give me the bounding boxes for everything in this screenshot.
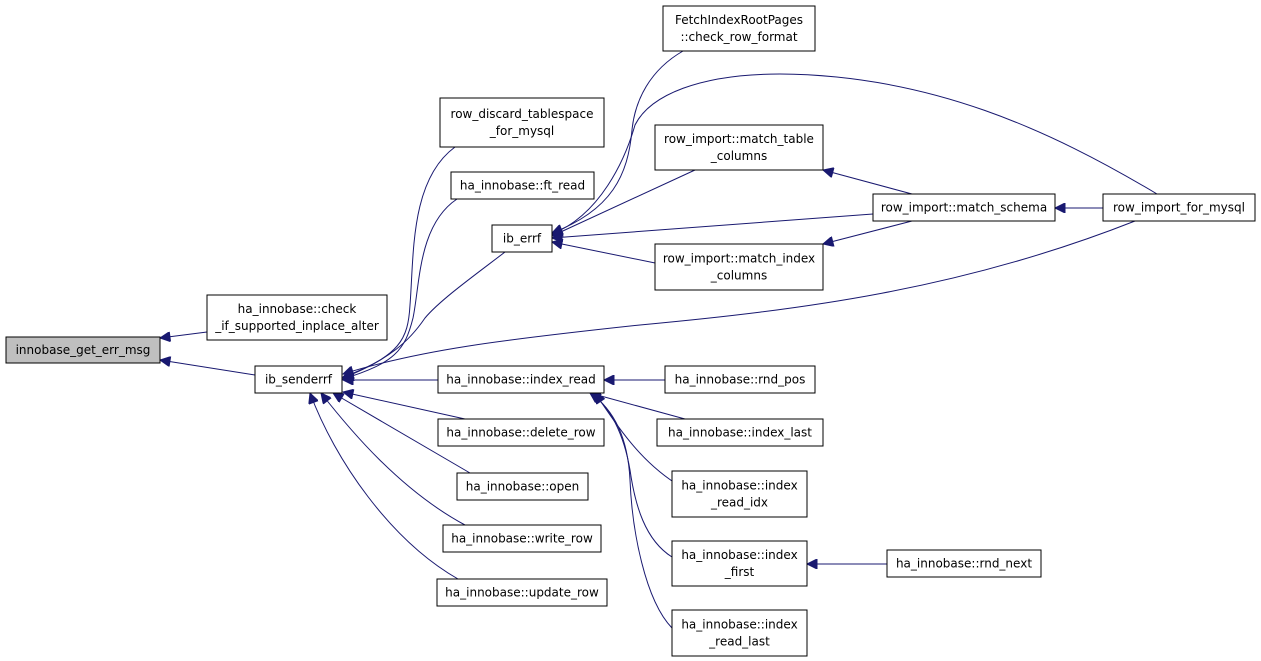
node-delete-row[interactable]: ha_innobase::delete_row — [437, 418, 605, 447]
node-box — [437, 418, 605, 447]
node-box — [872, 193, 1056, 222]
edge-write_row-to-ib_senderrf — [321, 393, 466, 526]
node-ib-senderrf[interactable]: ib_senderrf — [254, 365, 343, 394]
node-box — [437, 365, 605, 394]
node-label: row_import::match_table — [664, 132, 814, 146]
node-label: _read_last — [708, 635, 770, 649]
node-ib-errf[interactable]: ib_errf — [491, 224, 553, 253]
node-box — [456, 472, 589, 501]
node-match-index[interactable]: row_import::match_index_columns — [654, 243, 824, 291]
node-label: ha_innobase::index — [681, 479, 797, 493]
edge-match_schema-to-match_table — [823, 170, 913, 195]
node-index-read[interactable]: ha_innobase::index_read — [437, 365, 605, 394]
node-box — [662, 5, 816, 52]
node-label: ha_innobase::ft_read — [460, 179, 585, 193]
node-box — [436, 578, 608, 607]
node-index-first[interactable]: ha_innobase::index_first — [671, 540, 808, 587]
edge-ib_senderrf-to-innobase_get_err_msg — [160, 360, 256, 376]
node-fetch-index[interactable]: FetchIndexRootPages::check_row_format — [662, 5, 816, 52]
node-ft-read[interactable]: ha_innobase::ft_read — [450, 171, 595, 200]
node-innobase-get-err-msg[interactable]: innobase_get_err_msg — [5, 336, 161, 364]
node-index-read-idx[interactable]: ha_innobase::index_read_idx — [671, 470, 808, 518]
edge-index_first-to-index_read — [590, 393, 673, 558]
edge-row_import_for_mysql-to-ib_errf — [552, 73, 1158, 234]
node-box — [491, 224, 553, 253]
edge-match_index-to-ib_errf — [552, 242, 661, 265]
node-label: ::check_row_format — [680, 30, 797, 44]
node-box — [442, 524, 602, 553]
node-rnd-next[interactable]: ha_innobase::rnd_next — [886, 549, 1042, 578]
node-box — [654, 243, 824, 291]
node-match-schema[interactable]: row_import::match_schema — [872, 193, 1056, 222]
node-label: _read_idx — [710, 496, 768, 510]
node-label: ib_errf — [503, 232, 542, 246]
node-label: ha_innobase::delete_row — [446, 426, 595, 440]
node-label: ha_innobase::write_row — [451, 532, 593, 546]
node-box — [450, 171, 595, 200]
edge-match_table-to-ib_errf — [552, 169, 696, 236]
node-label: row_import_for_mysql — [1113, 201, 1245, 215]
node-rnd-pos[interactable]: ha_innobase::rnd_pos — [664, 365, 816, 394]
node-label: row_import::match_index — [663, 252, 815, 266]
edge-match_schema-to-match_index — [823, 220, 913, 244]
node-label: _first — [724, 565, 755, 579]
node-box — [1102, 193, 1256, 222]
node-label: ha_innobase::index — [681, 548, 797, 562]
node-label: row_discard_tablespace — [451, 107, 594, 121]
node-box — [439, 97, 605, 148]
node-box — [671, 609, 808, 657]
node-box — [206, 294, 388, 341]
node-box — [671, 540, 808, 587]
node-box — [5, 336, 161, 364]
node-label: ha_innobase::update_row — [445, 586, 599, 600]
edge-delete_row-to-ib_senderrf — [343, 392, 466, 420]
node-label: ib_senderrf — [265, 373, 333, 387]
node-index-read-last[interactable]: ha_innobase::index_read_last — [671, 609, 808, 657]
node-label: ha_innobase::index — [681, 618, 797, 632]
node-open[interactable]: ha_innobase::open — [456, 472, 589, 501]
node-label: row_import::match_schema — [881, 201, 1047, 215]
edge-match_schema-to-ib_errf — [552, 213, 874, 238]
node-label: ha_innobase::open — [466, 480, 579, 494]
node-label: ha_innobase::rnd_next — [896, 557, 1032, 571]
node-index-last[interactable]: ha_innobase::index_last — [656, 418, 824, 447]
function-nodes: innobase_get_err_msg ha_innobase::check_i… — [5, 5, 1256, 657]
node-label: FetchIndexRootPages — [675, 13, 803, 27]
node-box — [664, 365, 816, 394]
node-row-discard[interactable]: row_discard_tablespace _for_mysql — [439, 97, 605, 148]
node-write-row[interactable]: ha_innobase::write_row — [442, 524, 602, 553]
node-label: _for_mysql — [489, 124, 555, 138]
edge-open-to-ib_senderrf — [333, 393, 471, 474]
edge-ib_errf-to-ib_senderrf — [343, 251, 506, 377]
node-label: ha_innobase::index_last — [668, 426, 812, 440]
node-label: innobase_get_err_msg — [16, 343, 151, 357]
node-label: _columns — [710, 149, 767, 163]
node-match-table[interactable]: row_import::match_table_columns — [654, 124, 824, 171]
node-label: _if_supported_inplace_alter — [214, 319, 379, 333]
node-label: ha_innobase::rnd_pos — [675, 373, 806, 387]
node-row-import-for-mysql[interactable]: row_import_for_mysql — [1102, 193, 1256, 222]
node-box — [656, 418, 824, 447]
edge-row_import_for_mysql-to-ib_senderrf — [343, 220, 1136, 374]
node-label: _columns — [710, 269, 767, 283]
node-box — [254, 365, 343, 394]
node-label: ha_innobase::index_read — [446, 373, 595, 387]
edge-index_read_last-to-index_read — [590, 393, 673, 629]
node-check-inplace[interactable]: ha_innobase::check_if_supported_inplace_… — [206, 294, 388, 341]
edge-update_row-to-ib_senderrf — [310, 393, 459, 580]
edge-ft_read-to-ib_senderrf — [343, 198, 458, 379]
node-box — [671, 470, 808, 518]
node-box — [654, 124, 824, 171]
node-label: ha_innobase::check — [238, 302, 357, 316]
edge-index_last-to-index_read — [590, 393, 686, 420]
node-box — [886, 549, 1042, 578]
call-edges — [160, 50, 1158, 629]
edge-check_inplace-to-innobase_get_err_msg — [160, 331, 208, 338]
node-update-row[interactable]: ha_innobase::update_row — [436, 578, 608, 607]
edge-fetch_index-to-ib_errf — [552, 50, 684, 233]
edge-row_discard-to-ib_senderrf — [343, 146, 456, 378]
